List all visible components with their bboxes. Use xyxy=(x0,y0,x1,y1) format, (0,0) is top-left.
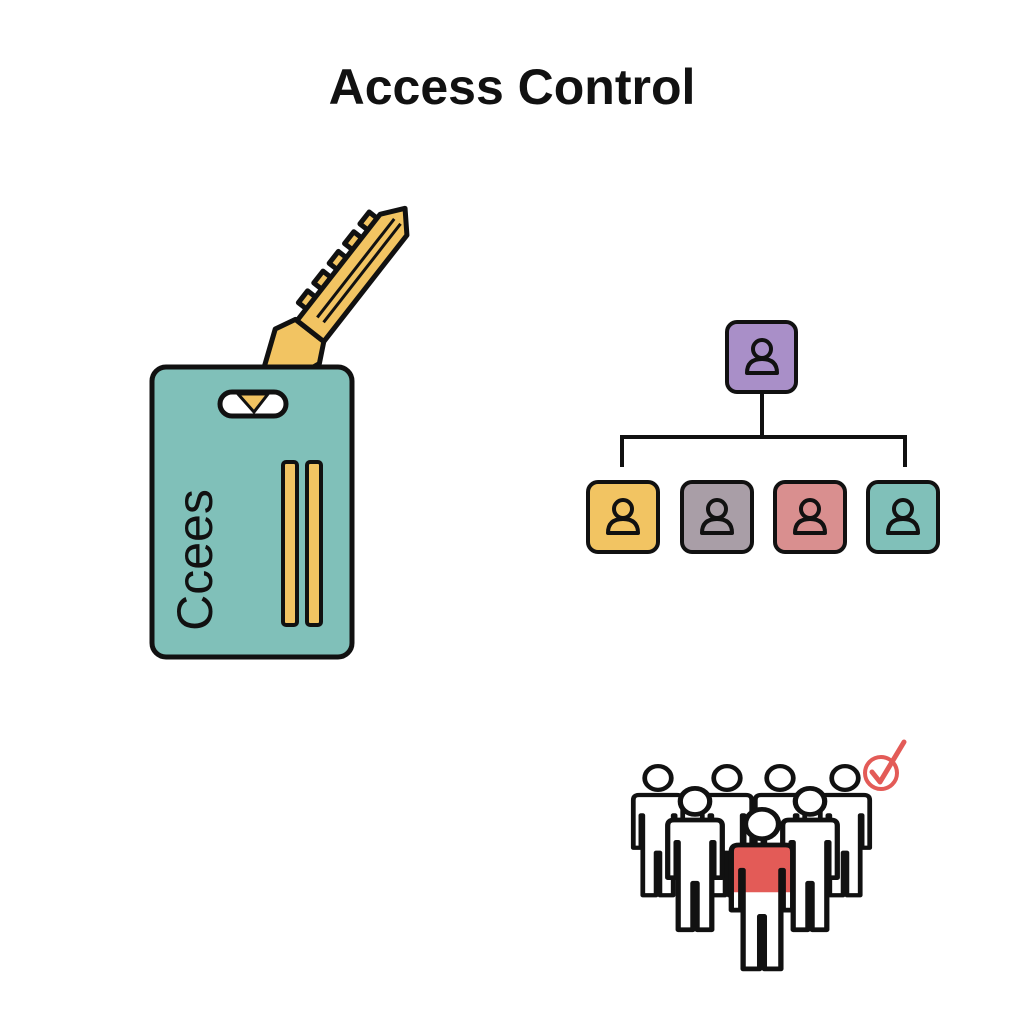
selected-person xyxy=(728,806,796,972)
user-icon-role-2 xyxy=(680,480,754,554)
page-title: Access Control xyxy=(328,59,696,115)
org-hierarchy-icon xyxy=(586,320,940,554)
people-group-icon xyxy=(633,739,907,972)
check-circle-icon xyxy=(863,739,907,791)
user-icon-top xyxy=(725,320,798,394)
user-icon-role-1 xyxy=(586,480,660,554)
card-label: Ccees xyxy=(167,489,223,631)
access-card-icon: Ccees xyxy=(149,364,355,660)
user-icon-role-3 xyxy=(773,480,847,554)
user-icon-role-4 xyxy=(866,480,940,554)
